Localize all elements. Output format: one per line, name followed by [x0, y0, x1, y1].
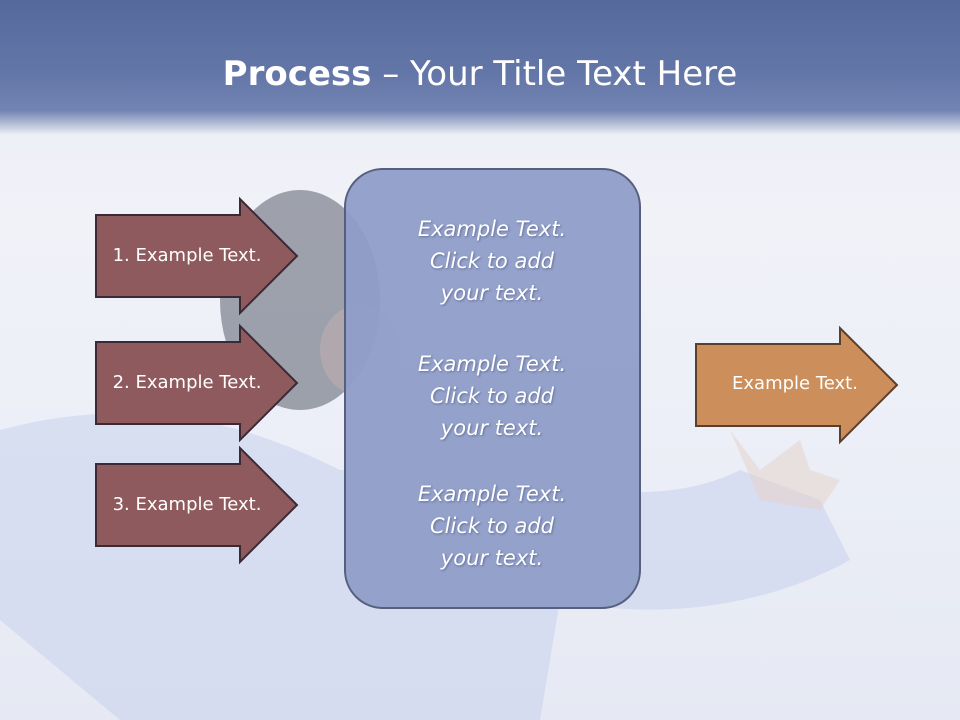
center-text-block-3: Example Text. Click to add your text. — [346, 478, 638, 574]
center-text-block-1: Example Text. Click to add your text. — [346, 213, 638, 309]
center-line: your text. — [440, 281, 544, 305]
center-text-block-2: Example Text. Click to add your text. — [346, 348, 638, 444]
input-label-3: 3. Example Text. — [112, 494, 262, 515]
center-line: your text. — [440, 416, 544, 440]
input-label-2: 2. Example Text. — [112, 372, 262, 393]
input-arrow-3[interactable] — [95, 445, 299, 565]
input-label-1: 1. Example Text. — [112, 245, 262, 266]
output-arrow[interactable] — [695, 325, 899, 445]
title-band — [0, 0, 960, 135]
input-arrow-2[interactable] — [95, 323, 299, 443]
title-rest: Your Title Text Here — [410, 54, 738, 94]
center-box[interactable] — [344, 168, 641, 609]
center-line: Example Text. — [417, 217, 567, 241]
center-line: Example Text. — [417, 482, 567, 506]
title-bold: Process — [222, 54, 372, 94]
title-dash: – — [371, 54, 411, 94]
center-line: Click to add — [429, 384, 554, 408]
center-line: your text. — [440, 546, 544, 570]
center-line: Click to add — [429, 249, 554, 273]
slide-title[interactable]: Process – Your Title Text Here — [0, 52, 960, 96]
input-arrow-1[interactable] — [95, 196, 299, 316]
center-line: Click to add — [429, 514, 554, 538]
output-label: Example Text. — [732, 373, 858, 394]
center-line: Example Text. — [417, 352, 567, 376]
